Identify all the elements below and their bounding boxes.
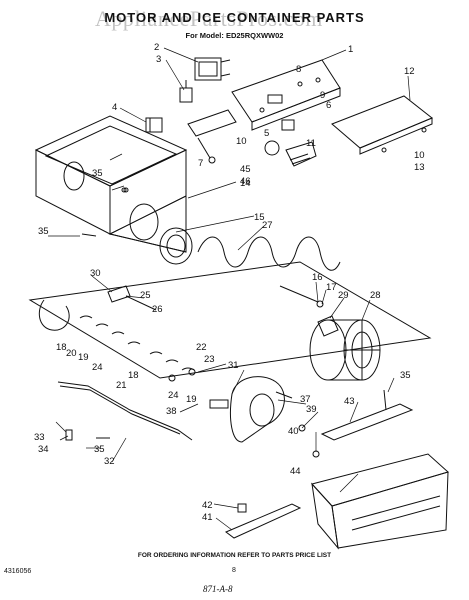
callout-10a: 10 xyxy=(236,136,247,147)
callout-44: 44 xyxy=(290,466,301,477)
callout-30: 30 xyxy=(90,268,101,279)
crusher-housing-plate xyxy=(28,261,432,379)
callout-8: 8 xyxy=(296,64,301,75)
callout-11: 11 xyxy=(306,138,316,149)
callout-27: 27 xyxy=(262,220,273,231)
callout-38: 38 xyxy=(166,406,177,417)
callout-31: 31 xyxy=(228,360,239,371)
page-number: 8 xyxy=(232,567,236,574)
callout-37: 37 xyxy=(300,394,311,405)
callout-40: 40 xyxy=(288,426,299,437)
drive-coupler xyxy=(317,315,339,337)
callout-18a: 18 xyxy=(56,342,67,353)
watermark: AppliancePartsPros.com xyxy=(95,6,323,31)
ice-bucket xyxy=(311,453,450,550)
callout-10b: 10 xyxy=(414,150,425,161)
callout-18b: 18 xyxy=(128,370,139,381)
callout-14: 14 xyxy=(240,178,251,189)
callout-43: 43 xyxy=(344,396,355,407)
bucket-slide xyxy=(225,503,302,539)
callout-35d: 35 xyxy=(94,444,105,455)
callout-25: 25 xyxy=(140,290,151,301)
callout-22: 22 xyxy=(196,342,207,353)
callout-21: 21 xyxy=(116,380,127,391)
ordering-note: FOR ORDERING INFORMATION REFER TO PARTS … xyxy=(137,552,332,559)
callout-26: 26 xyxy=(152,304,163,315)
switch-assembly xyxy=(187,109,317,167)
auger-bearing xyxy=(159,227,193,265)
actuator-rod xyxy=(57,381,193,441)
callout-3: 3 xyxy=(156,54,161,65)
auger-motor xyxy=(179,57,231,103)
callout-16: 16 xyxy=(312,272,323,283)
callout-35c: 35 xyxy=(400,370,411,381)
callout-39: 39 xyxy=(306,404,317,415)
document-number: 4316056 xyxy=(4,568,32,575)
handwritten-note: 871-A-8 xyxy=(203,584,233,594)
fasteners xyxy=(81,187,320,458)
callout-23: 23 xyxy=(204,354,215,365)
callout-45: 45 xyxy=(240,164,251,175)
drive-motor xyxy=(209,376,293,443)
callout-7: 7 xyxy=(198,158,203,169)
ice-container-housing xyxy=(34,115,188,253)
callout-32: 32 xyxy=(104,456,115,467)
callout-24b: 24 xyxy=(168,390,179,401)
diagram-title: MOTOR AND ICE CONTAINER PARTS xyxy=(104,10,365,25)
callout-20: 20 xyxy=(66,348,77,359)
callout-5: 5 xyxy=(264,128,269,139)
callout-19a: 19 xyxy=(78,352,89,363)
callout-35b: 35 xyxy=(38,226,49,237)
callout-35a: 35 xyxy=(92,168,103,179)
callout-labels: 1 2 3 4 5 6 7 8 9 10 10 11 12 13 14 15 1… xyxy=(34,42,425,523)
solenoid-bracket xyxy=(145,117,163,133)
auger-spiral xyxy=(197,236,341,308)
callout-46: 46 xyxy=(240,176,251,187)
callout-6: 6 xyxy=(326,100,331,111)
callout-42: 42 xyxy=(202,500,213,511)
callout-17: 17 xyxy=(326,282,337,293)
callout-13: 13 xyxy=(414,162,425,173)
callout-12: 12 xyxy=(404,66,415,77)
deflector-ramp xyxy=(320,389,414,441)
leader-lines xyxy=(48,47,411,531)
model-line: For Model: ED25RQXWW02 xyxy=(185,31,284,40)
cover-plate xyxy=(331,95,433,155)
callout-41: 41 xyxy=(202,512,213,523)
callout-1: 1 xyxy=(348,44,353,55)
callout-19b: 19 xyxy=(186,394,197,405)
callout-33: 33 xyxy=(34,432,45,443)
callout-9: 9 xyxy=(320,90,325,101)
callout-28: 28 xyxy=(370,290,381,301)
callout-29: 29 xyxy=(338,290,349,301)
mounting-plate xyxy=(231,59,341,131)
callout-15: 15 xyxy=(254,212,265,223)
callout-2: 2 xyxy=(154,42,159,53)
callout-4: 4 xyxy=(112,102,117,113)
callout-34: 34 xyxy=(38,444,49,455)
callout-24a: 24 xyxy=(92,362,103,373)
